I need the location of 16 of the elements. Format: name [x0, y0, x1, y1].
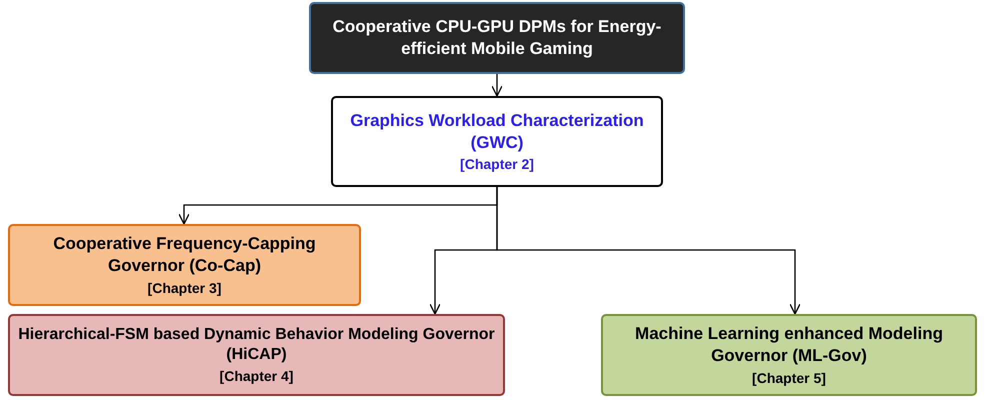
chapter-label: [Chapter 4] [220, 367, 294, 386]
box-title: Hierarchical-FSM based Dynamic Behavior Modeling Governor (HiCAP) [18, 324, 495, 366]
arrow [496, 187, 801, 315]
chapter-label: [Chapter 5] [752, 368, 826, 387]
process-box [8, 314, 505, 396]
box-title: Machine Learning enhanced Modeling Governor (ML-Gov) [634, 323, 944, 368]
chapter-label: [Chapter 3] [148, 278, 222, 297]
title-box [309, 2, 685, 74]
box-title: Cooperative CPU-GPU DPMs for Energy-efficient Mobile Gaming [332, 16, 662, 60]
process-box [8, 224, 361, 306]
chapter-label: [Chapter 2] [460, 155, 534, 174]
process-box [331, 96, 663, 187]
box-title: Graphics Workload Characterization (GWC) [349, 110, 645, 154]
box-title: Cooperative Frequency-Capping Governor (Co-Cap) [52, 233, 317, 278]
arrow [491, 74, 503, 97]
process-box [601, 314, 977, 396]
